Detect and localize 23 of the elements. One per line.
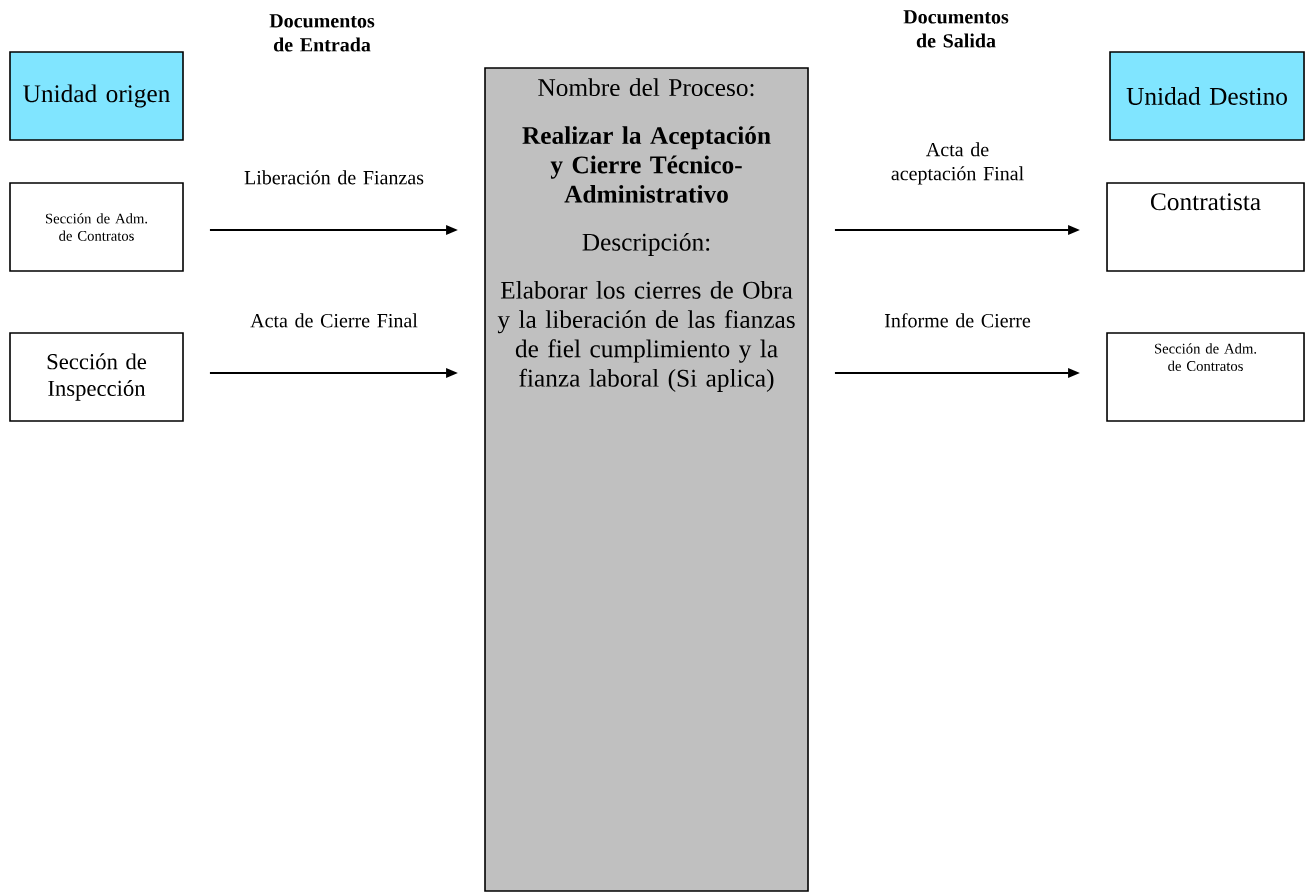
unit-box [9, 182, 184, 272]
unit-box [1106, 182, 1305, 272]
edge-label: Acta de aceptación Final [891, 142, 1024, 185]
description: Elaborar los cierres de Obra y la liberación de las fianzas de fiel cumplimiento y la fianza laboral (Si aplica) [497, 280, 795, 392]
unit-box [1109, 51, 1305, 141]
unit-box [1106, 332, 1305, 422]
edge-label: Informe de Cierre [884, 313, 1031, 328]
unit-name: Sección de Adm. de Contratos [45, 213, 148, 241]
column-heading: Documentos de Entrada [269, 14, 375, 52]
column-heading: Documentos de Salida [903, 10, 1009, 48]
process-box [484, 67, 809, 892]
unit-name: Unidad Destino [1126, 87, 1287, 105]
unit-name: Contratista [1151, 193, 1261, 211]
unit-box [9, 332, 184, 422]
unit-name: Sección de Adm. de Contratos [1155, 343, 1257, 371]
unit-box [9, 51, 184, 141]
heading: Descripción: [582, 232, 710, 256]
edge-label: Acta de Cierre Final [250, 313, 418, 328]
edge-label: Liberación de Fianzas [244, 170, 424, 185]
unit-name: Unidad origen [23, 84, 170, 108]
process-title: Realizar la Aceptación y Cierre Técnico-Administrativo [522, 126, 771, 203]
heading: Nombre del Proceso: [538, 78, 754, 97]
unit-name: Sección de Inspección [47, 353, 147, 401]
